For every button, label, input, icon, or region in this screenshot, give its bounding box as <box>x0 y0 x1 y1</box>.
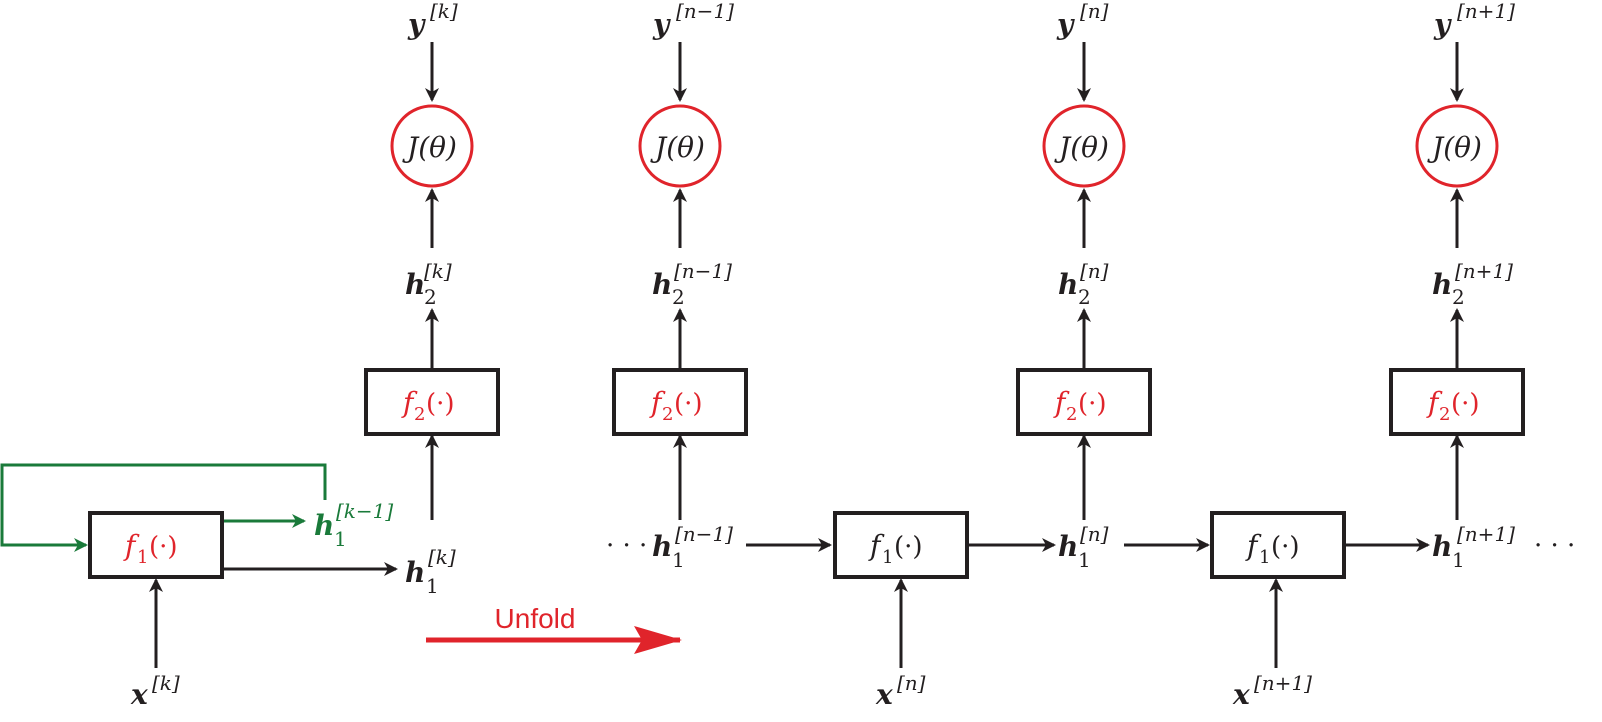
svg-text:h: h <box>652 268 672 301</box>
svg-text:y: y <box>1056 8 1075 41</box>
svg-text:[n]: [n] <box>897 671 926 695</box>
svg-text:[n−1]: [n−1] <box>676 0 734 23</box>
svg-text:h: h <box>1058 530 1078 563</box>
svg-text:2: 2 <box>424 285 437 309</box>
svg-text:h: h <box>405 556 425 589</box>
svg-text:[k]: [k] <box>428 545 456 569</box>
svg-text:1: 1 <box>1259 547 1270 568</box>
svg-text:[n+1]: [n+1] <box>1455 259 1513 283</box>
J-label-np1: J(θ) <box>1427 131 1482 164</box>
J-node-n <box>1042 104 1126 188</box>
x-np1-label: x [n+1] <box>1232 671 1312 711</box>
svg-text:1: 1 <box>137 547 148 568</box>
svg-text:x: x <box>875 678 893 711</box>
svg-text:[n]: [n] <box>1080 522 1109 546</box>
svg-text:[n+1]: [n+1] <box>1254 671 1312 695</box>
svg-text:[k−1]: [k−1] <box>336 499 393 523</box>
y-k-label: y [k] <box>407 0 458 41</box>
svg-text:2: 2 <box>1078 285 1091 309</box>
svg-text:[k]: [k] <box>152 671 180 695</box>
h2-k-label: h 2 [k] <box>405 259 452 309</box>
f2-box-n <box>1016 368 1152 436</box>
J-node-np1 <box>1415 104 1499 188</box>
h2-n-label: h 2 [n] <box>1058 259 1109 309</box>
recurrent-loop <box>0 463 327 552</box>
svg-text:[n+1]: [n+1] <box>1457 522 1515 546</box>
svg-text:x: x <box>130 678 148 711</box>
x-n-label: x [n] <box>875 671 926 711</box>
svg-text:2: 2 <box>414 404 425 425</box>
svg-text:2: 2 <box>672 285 685 309</box>
svg-text:h: h <box>652 530 672 563</box>
svg-text:(·): (·) <box>1451 389 1480 419</box>
svg-text:1: 1 <box>882 547 893 568</box>
f1-box-folded <box>88 511 224 579</box>
svg-text:1: 1 <box>1078 548 1091 572</box>
svg-text:1: 1 <box>334 527 347 551</box>
h1-nm1-label: h 1 [n−1] <box>652 522 733 572</box>
svg-text:(·): (·) <box>674 389 703 419</box>
J-label-n: J(θ) <box>1054 131 1109 164</box>
svg-text:[n+1]: [n+1] <box>1457 0 1515 23</box>
svg-text:(·): (·) <box>1271 532 1300 562</box>
h2-np1-label: h 2 [n+1] <box>1432 259 1513 309</box>
J-label-nm1: J(θ) <box>650 131 705 164</box>
J-node-nm1 <box>638 104 722 188</box>
svg-text:1: 1 <box>672 548 685 572</box>
dots-left: · · · <box>606 531 647 561</box>
svg-text:h: h <box>405 268 425 301</box>
svg-text:y: y <box>407 8 426 41</box>
svg-text:[n−1]: [n−1] <box>675 522 733 546</box>
f1-box-np1 <box>1210 511 1346 579</box>
svg-text:1: 1 <box>426 574 439 598</box>
svg-text:h: h <box>1432 268 1452 301</box>
svg-text:[k]: [k] <box>430 0 458 23</box>
svg-text:(·): (·) <box>894 532 923 562</box>
svg-text:2: 2 <box>1439 404 1450 425</box>
svg-text:h: h <box>314 509 334 542</box>
J-label-k: J(θ) <box>402 131 457 164</box>
f2-label-nm1: f 2 (·) <box>649 386 703 425</box>
dots-right: · · · <box>1534 531 1575 561</box>
svg-text:y: y <box>652 8 671 41</box>
svg-text:h: h <box>1058 268 1078 301</box>
svg-text:[n−1]: [n−1] <box>674 259 732 283</box>
h1-n-label: h 1 [n] <box>1058 522 1109 572</box>
f2-label-n: f 2 (·) <box>1053 386 1107 425</box>
svg-text:2: 2 <box>1066 404 1077 425</box>
svg-text:[n]: [n] <box>1080 0 1109 23</box>
J-node-k <box>390 104 474 188</box>
h2-nm1-label: h 2 [n−1] <box>652 259 732 309</box>
h1-np1-label: h 1 [n+1] <box>1432 522 1515 572</box>
unfold-label: Unfold <box>495 603 576 634</box>
svg-text:2: 2 <box>662 404 673 425</box>
svg-text:[k]: [k] <box>424 259 452 283</box>
svg-text:(·): (·) <box>426 389 455 419</box>
svg-text:(·): (·) <box>149 532 178 562</box>
f1-box-n <box>833 511 969 579</box>
svg-text:(·): (·) <box>1078 389 1107 419</box>
y-n-label: y [n] <box>1056 0 1109 41</box>
svg-text:[n]: [n] <box>1080 259 1109 283</box>
y-np1-label: y [n+1] <box>1433 0 1515 41</box>
svg-text:x: x <box>1232 678 1250 711</box>
svg-text:h: h <box>1432 530 1452 563</box>
svg-text:y: y <box>1433 8 1452 41</box>
x-k-label: x [k] <box>130 671 180 711</box>
svg-text:2: 2 <box>1452 285 1465 309</box>
svg-text:1: 1 <box>1452 548 1465 572</box>
h1-km1-label: h 1 [k−1] <box>314 499 393 551</box>
y-nm1-label: y [n−1] <box>652 0 734 41</box>
h1-k-label: h 1 [k] <box>405 545 456 598</box>
